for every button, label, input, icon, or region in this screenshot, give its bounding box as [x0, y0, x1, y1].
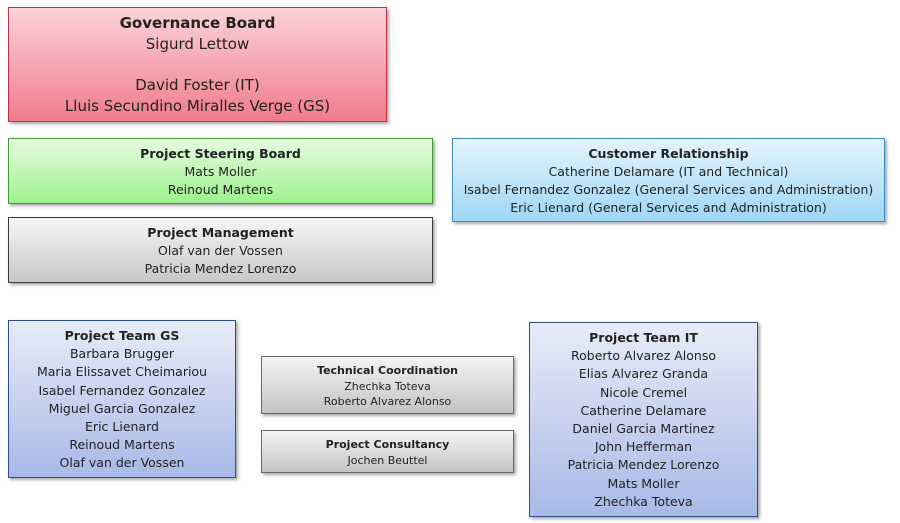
technical-coordination-box: Technical Coordination Zhechka Toteva Ro… — [261, 356, 514, 414]
governance-board-member: David Foster (IT) — [135, 76, 260, 94]
project-team-gs-title: Project Team GS — [64, 328, 180, 343]
project-team-gs-box: Project Team GS Barbara Brugger Maria El… — [8, 320, 236, 478]
project-team-gs-member: Miguel Garcia Gonzalez — [48, 400, 196, 416]
project-team-it-member: Catherine Delamare — [580, 402, 707, 418]
project-management-title: Project Management — [147, 225, 294, 240]
project-team-gs-member: Eric Lienard — [85, 419, 159, 435]
project-team-it-member: Roberto Alvarez Alonso — [571, 348, 716, 364]
customer-relationship-member: Isabel Fernandez Gonzalez (General Servi… — [463, 182, 874, 197]
project-team-it-member: Daniel Garcia Martinez — [572, 421, 715, 437]
governance-board-member: Sigurd Lettow — [145, 35, 250, 53]
project-team-gs-member: Barbara Brugger — [69, 346, 175, 362]
project-team-gs-member: Isabel Fernandez Gonzalez — [38, 382, 206, 398]
governance-board-box: Governance Board Sigurd Lettow David Fos… — [8, 7, 387, 122]
project-consultancy-box: Project Consultancy Jochen Beuttel — [261, 430, 514, 473]
project-steering-board-member: Mats Moller — [184, 164, 257, 179]
project-team-gs-member: Reinoud Martens — [69, 437, 175, 453]
technical-coordination-member: Roberto Alvarez Alonso — [323, 395, 452, 408]
governance-board-spacer — [9, 55, 386, 75]
project-team-it-member: Zhechka Toteva — [594, 493, 693, 509]
project-management-box: Project Management Olaf van der Vossen P… — [8, 217, 433, 283]
project-consultancy-member: Jochen Beuttel — [347, 453, 428, 467]
project-management-member: Patricia Mendez Lorenzo — [144, 261, 297, 276]
project-team-it-member: Mats Moller — [607, 475, 680, 491]
project-team-gs-member: Maria Elissavet Cheimariou — [36, 364, 207, 380]
project-steering-board-title: Project Steering Board — [140, 146, 301, 161]
project-team-it-member: Nicole Cremel — [599, 384, 688, 400]
technical-coordination-title: Technical Coordination — [317, 364, 458, 377]
project-steering-board-box: Project Steering Board Mats Moller Reino… — [8, 138, 433, 204]
customer-relationship-member: Catherine Delamare (IT and Technical) — [548, 164, 789, 179]
governance-board-member: Lluis Secundino Miralles Verge (GS) — [64, 97, 331, 115]
project-team-gs-member: Olaf van der Vossen — [59, 455, 185, 471]
project-team-it-member: Elias Alvarez Granda — [578, 366, 709, 382]
customer-relationship-member: Eric Lienard (General Services and Admin… — [510, 200, 827, 215]
project-management-member: Olaf van der Vossen — [158, 243, 283, 258]
project-team-it-member: John Hefferman — [594, 439, 693, 455]
project-steering-board-member: Reinoud Martens — [167, 182, 274, 197]
governance-board-title: Governance Board — [119, 14, 276, 32]
customer-relationship-title: Customer Relationship — [588, 146, 749, 161]
technical-coordination-member: Zhechka Toteva — [344, 379, 431, 393]
customer-relationship-box: Customer Relationship Catherine Delamare… — [452, 138, 885, 222]
project-team-it-title: Project Team IT — [589, 330, 698, 345]
project-team-it-box: Project Team IT Roberto Alvarez Alonso E… — [529, 322, 758, 517]
project-consultancy-title: Project Consultancy — [325, 438, 450, 451]
project-team-it-member: Patricia Mendez Lorenzo — [567, 457, 720, 473]
